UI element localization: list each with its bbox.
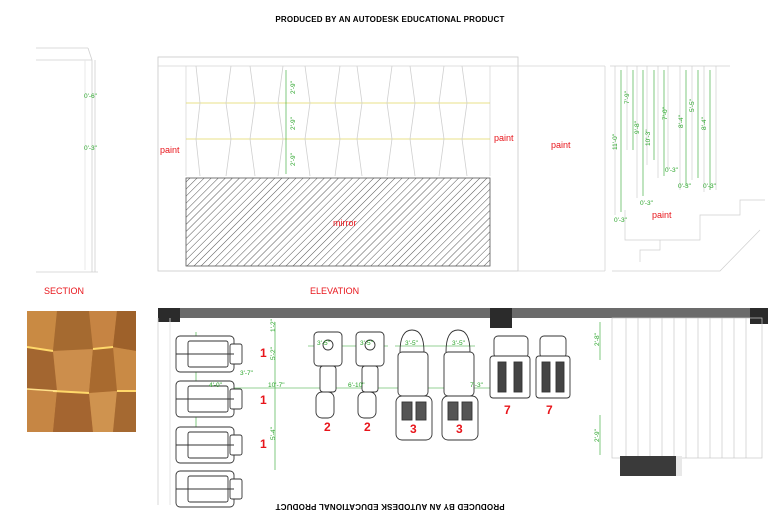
elevation-drawing: [157, 56, 605, 272]
plan-dimension: 3'-5": [360, 340, 373, 347]
plan-dimension: 5'-4": [270, 427, 277, 440]
equipment-number: 3: [410, 422, 417, 436]
plan-dimension: 1'-2": [270, 319, 277, 332]
equipment-number: 1: [260, 393, 267, 407]
elevation-dimension: 2'-9": [290, 153, 297, 166]
side-elevation: [604, 65, 765, 272]
treadmill-4: [175, 470, 243, 508]
mirror-label: mirror: [333, 218, 357, 228]
plan-dimension: 3'-5": [452, 340, 465, 347]
climber-group: [489, 335, 571, 399]
bike-2: [355, 331, 385, 419]
plan-dimension: 3'-7": [240, 370, 253, 377]
plan-dimension: 4'-0": [209, 382, 222, 389]
side-dimension: 9'-8": [634, 121, 641, 134]
wood-panel-photo: [27, 311, 136, 432]
plan-dimension: 7'-3": [470, 382, 483, 389]
side-bottom-dimension: 0'-3": [678, 183, 691, 190]
equipment-number: 1: [260, 437, 267, 451]
side-dimension: 8'-4": [678, 115, 685, 128]
side-bottom-dimension: 0'-3": [640, 200, 653, 207]
bike-group: [313, 331, 385, 419]
side-dimension: 11'-0": [612, 133, 619, 150]
paint-label: paint: [551, 140, 571, 150]
side-dimension: 7'-0": [662, 107, 669, 120]
equipment-number: 3: [456, 422, 463, 436]
side-dimension: 5'-5": [689, 99, 696, 112]
floor-plan: [157, 308, 768, 508]
equipment-number: 1: [260, 346, 267, 360]
section-label: SECTION: [44, 286, 85, 296]
section-dimension: 0'-3": [84, 145, 97, 152]
side-bottom-dimension: 0'-3": [614, 217, 627, 224]
paint-label: paint: [160, 145, 180, 155]
side-dimension: 8'-4": [701, 117, 708, 130]
elevation-dimension: 2'-9": [290, 117, 297, 130]
side-bottom-dimension: 0'-3": [703, 183, 716, 190]
elliptical-1: [395, 329, 433, 441]
climber-1: [489, 335, 531, 399]
plan-dimension: 2'-8": [594, 333, 601, 346]
elevation-dimension: 2'-9": [290, 81, 297, 94]
paint-label: paint: [494, 133, 514, 143]
side-dimension: 7'-9": [624, 91, 631, 104]
equipment-number: 2: [324, 420, 331, 434]
plan-dimension: 6'-10": [348, 382, 365, 389]
equipment-number: 2: [364, 420, 371, 434]
equipment-number: 7: [546, 403, 553, 417]
plan-dimension: 3'-5": [317, 340, 330, 347]
side-bottom-dimension: 0'-3": [665, 167, 678, 174]
plan-dimension: 2'-9": [594, 429, 601, 442]
treadmill-group: [175, 335, 243, 508]
watermark-top: PRODUCED BY AN AUTODESK EDUCATIONAL PROD…: [275, 15, 505, 24]
plan-dimension: 5'-2": [270, 347, 277, 360]
paint-label: paint: [652, 210, 672, 220]
bike-1: [313, 331, 343, 419]
climber-2: [535, 335, 571, 399]
section-drawing: [36, 47, 98, 273]
elevation-label: ELEVATION: [310, 286, 360, 296]
equipment-number: 7: [504, 403, 511, 417]
treadmill-1: [175, 335, 243, 373]
treadmill-3: [175, 426, 243, 464]
elliptical-group: [395, 329, 479, 441]
treadmill-2: [175, 380, 243, 418]
elliptical-2: [441, 329, 479, 441]
plan-dimension: 10'-7": [268, 382, 285, 389]
plan-dimension: 3'-5": [405, 340, 418, 347]
section-dimension: 0'-6": [84, 93, 97, 100]
mirror-area: [185, 177, 491, 267]
side-dimension: 10'-3": [645, 129, 652, 146]
